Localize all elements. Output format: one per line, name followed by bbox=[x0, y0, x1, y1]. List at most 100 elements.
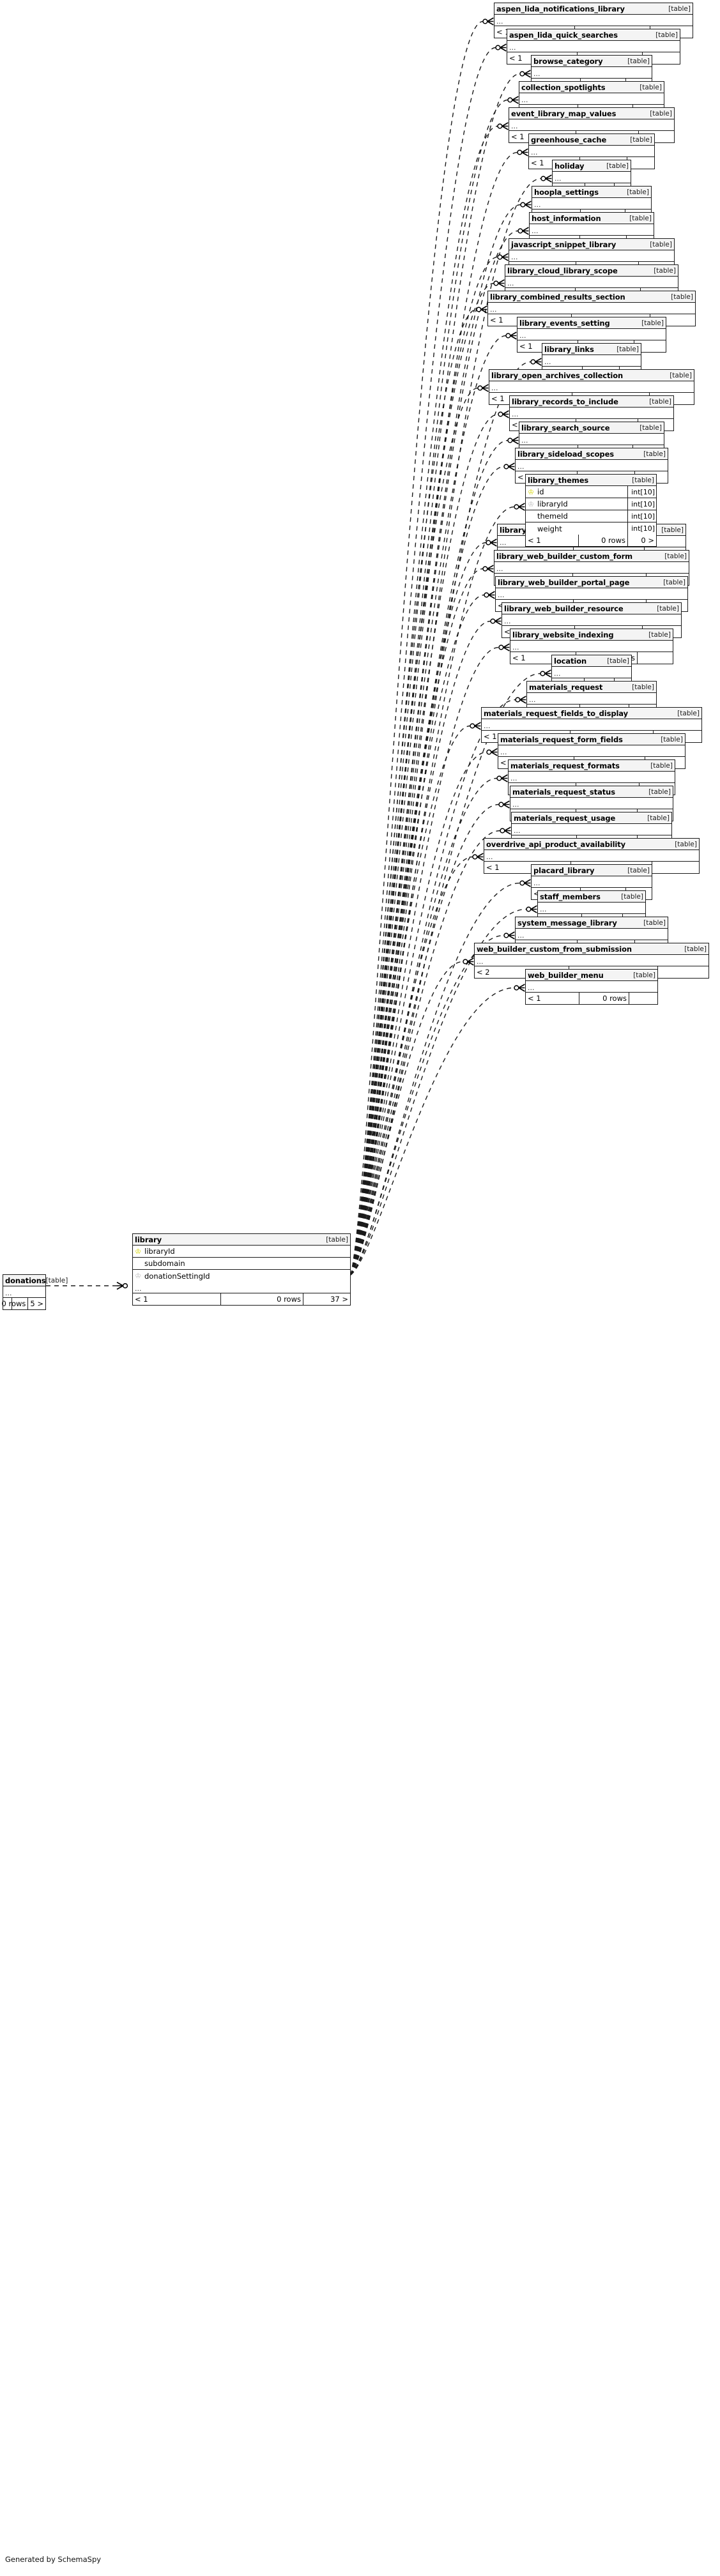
table-name: aspen_lida_notifications_library bbox=[496, 4, 625, 13]
crowfoot-connector bbox=[498, 800, 510, 809]
columns-ellipsis: ... bbox=[507, 41, 680, 52]
child-count bbox=[638, 652, 673, 664]
table-name: library_combined_results_section bbox=[490, 292, 625, 301]
relationship-edge bbox=[350, 696, 526, 1276]
relationship-edge bbox=[350, 827, 511, 1276]
column-type: int[10] bbox=[627, 498, 656, 510]
relationship-edge bbox=[350, 722, 481, 1276]
table-header: javascript_snippet_library[table] bbox=[509, 239, 674, 250]
table-type-tag: [table] bbox=[663, 578, 686, 586]
table-header: hoopla_settings[table] bbox=[532, 187, 651, 198]
columns-ellipsis: ... bbox=[510, 408, 673, 419]
crowfoot-connector bbox=[530, 358, 542, 366]
crowfoot-connector bbox=[470, 722, 481, 730]
relationship-edge bbox=[350, 748, 498, 1276]
table-type-tag: [table] bbox=[640, 423, 662, 432]
child-count bbox=[652, 862, 699, 873]
table-name: materials_request_form_fields bbox=[500, 735, 623, 744]
table-type-tag: [table] bbox=[45, 1276, 68, 1284]
column-row: subdomain bbox=[133, 1258, 350, 1270]
columns-ellipsis: ... bbox=[494, 15, 693, 26]
row-count: 0 rows bbox=[2, 1298, 29, 1309]
table-header: library_cloud_library_scope[table] bbox=[505, 265, 678, 277]
table-name: placard_library bbox=[533, 865, 595, 875]
table-type-tag: [table] bbox=[661, 735, 683, 743]
table-materials_request_status[interactable]: materials_request_status[table]...< 120 … bbox=[510, 786, 673, 821]
crowfoot-connector bbox=[540, 669, 551, 678]
child-count: 37 > bbox=[330, 1295, 348, 1304]
relationship-edge bbox=[350, 96, 519, 1276]
table-name: materials_request_fields_to_display bbox=[484, 708, 628, 718]
columns-ellipsis: ... bbox=[510, 798, 673, 809]
crowfoot-connector bbox=[514, 503, 525, 511]
columns-ellipsis: ... bbox=[475, 955, 709, 966]
table-type-tag: [table] bbox=[633, 971, 655, 979]
table-type-tag: [table] bbox=[654, 266, 676, 275]
primary-key-icon: ♔ bbox=[135, 1247, 141, 1256]
column-row: ♔donationSettingId bbox=[133, 1270, 350, 1282]
columns-ellipsis: ... bbox=[498, 745, 685, 757]
columns-ellipsis: ... bbox=[496, 588, 687, 600]
crowfoot-connector bbox=[526, 905, 537, 913]
table-type-tag: [table] bbox=[632, 476, 654, 484]
child-count bbox=[658, 966, 709, 978]
columns-ellipsis: ... bbox=[529, 146, 654, 157]
columns-ellipsis: ... bbox=[527, 693, 656, 705]
table-name: library_website_indexing bbox=[512, 630, 614, 639]
table-header: collection_spotlights[table] bbox=[519, 82, 664, 93]
table-header: library_records_to_include[table] bbox=[510, 396, 673, 408]
relationship-edge bbox=[350, 957, 474, 1276]
columns-ellipsis: ... bbox=[553, 172, 631, 183]
relationship-edge bbox=[350, 565, 494, 1276]
table-type-tag: [table] bbox=[650, 240, 672, 248]
table-name: materials_request_usage bbox=[514, 813, 616, 823]
table-name: system_message_library bbox=[517, 918, 617, 927]
columns-ellipsis: ... bbox=[482, 719, 701, 731]
parent-count: < 2 bbox=[477, 968, 490, 977]
crowfoot-connector bbox=[476, 305, 487, 314]
columns-ellipsis: ... bbox=[519, 434, 664, 445]
table-type-tag: [table] bbox=[671, 293, 693, 301]
parent-count: < 1 bbox=[512, 653, 526, 662]
column-name: themeId bbox=[537, 512, 568, 521]
table-name: library bbox=[135, 1235, 162, 1244]
columns-ellipsis: ... bbox=[498, 536, 686, 547]
table-type-tag: [table] bbox=[675, 840, 697, 848]
table-type-tag: [table] bbox=[632, 683, 654, 691]
table-name: library_themes bbox=[528, 475, 589, 485]
child-count: 0 > bbox=[641, 536, 654, 545]
columns-ellipsis: ... bbox=[509, 250, 674, 262]
columns-ellipsis: ... bbox=[530, 224, 654, 236]
table-name: event_library_map_values bbox=[511, 109, 617, 118]
table-name: collection_spotlights bbox=[521, 82, 606, 92]
column-name: subdomain bbox=[144, 1259, 185, 1268]
table-header: materials_request [table] bbox=[527, 682, 656, 693]
table-header: library_web_builder_portal_page[table] bbox=[496, 577, 687, 588]
table-name: staff_members bbox=[540, 892, 601, 901]
crowfoot-connector bbox=[116, 1281, 128, 1290]
parent-count: < 1 bbox=[486, 863, 500, 872]
table-name: materials_request bbox=[529, 682, 603, 692]
table-type-tag: [table] bbox=[657, 604, 679, 613]
table-header: greenhouse_cache[table] bbox=[529, 134, 654, 146]
column-type: int[10] bbox=[627, 486, 656, 498]
crowfoot-connector bbox=[503, 462, 515, 471]
crowfoot-connector bbox=[463, 957, 474, 966]
table-header: overdrive_api_product_availability [table… bbox=[484, 839, 699, 850]
crowfoot-connector bbox=[497, 122, 509, 130]
table-header: library_links[table] bbox=[542, 344, 641, 355]
table-type-tag: [table] bbox=[650, 109, 672, 118]
table-header: aspen_lida_notifications_library[table] bbox=[494, 3, 693, 15]
columns-ellipsis: ... bbox=[532, 876, 652, 888]
columns-ellipsis: ... bbox=[3, 1286, 45, 1298]
table-name: overdrive_api_product_availability bbox=[486, 839, 626, 849]
columns-ellipsis: ... bbox=[509, 119, 674, 131]
table-type-tag: [table] bbox=[627, 57, 650, 65]
columns-ellipsis: ... bbox=[509, 772, 675, 783]
foreign-key-icon: ♔ bbox=[135, 1272, 141, 1280]
